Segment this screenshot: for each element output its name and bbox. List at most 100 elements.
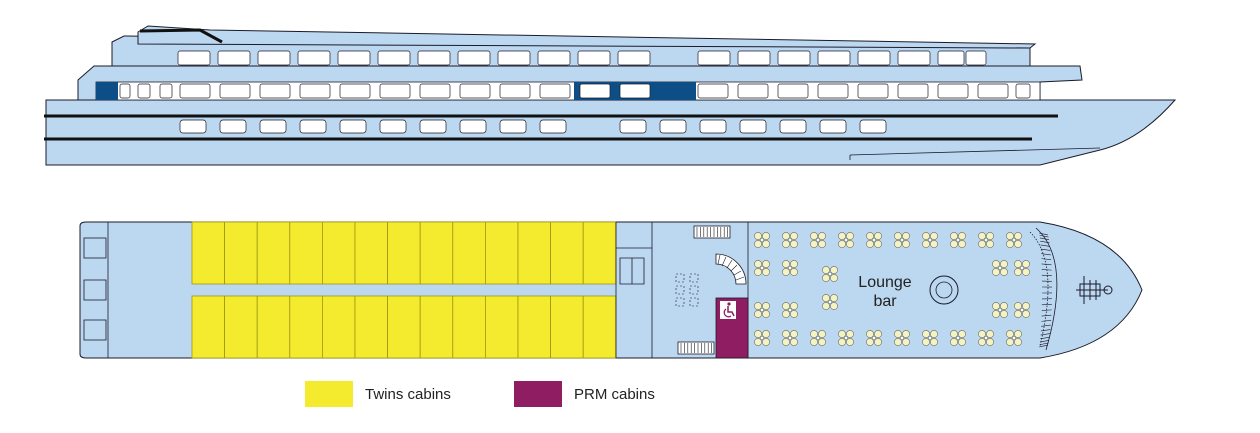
twins-cabin bbox=[518, 296, 551, 358]
twins-cabin bbox=[420, 222, 453, 284]
legend-label-twins: Twins cabins bbox=[365, 386, 451, 403]
corridor bbox=[192, 284, 616, 296]
twins-cabin bbox=[583, 222, 616, 284]
porthole bbox=[460, 120, 486, 133]
window-band-aft bbox=[96, 82, 118, 100]
side-profile bbox=[44, 26, 1175, 165]
porthole bbox=[260, 120, 286, 133]
lounge-label-line1: Lounge bbox=[842, 273, 928, 292]
legend-swatch-twins bbox=[305, 381, 353, 407]
window bbox=[618, 51, 650, 65]
window bbox=[378, 51, 410, 65]
sun-deck bbox=[138, 26, 1035, 48]
twins-cabin bbox=[257, 222, 290, 284]
window bbox=[160, 84, 172, 98]
window bbox=[778, 84, 808, 98]
wheelchair-icon bbox=[720, 301, 736, 319]
window bbox=[260, 84, 290, 98]
porthole bbox=[300, 120, 326, 133]
twins-cabin bbox=[453, 296, 486, 358]
window bbox=[858, 84, 888, 98]
porthole bbox=[340, 120, 366, 133]
porthole bbox=[620, 120, 646, 133]
window bbox=[538, 51, 570, 65]
porthole bbox=[860, 120, 886, 133]
window bbox=[500, 84, 530, 98]
window bbox=[966, 51, 986, 65]
twins-cabin bbox=[583, 296, 616, 358]
window bbox=[420, 84, 450, 98]
window bbox=[818, 51, 850, 65]
window bbox=[738, 51, 770, 65]
window bbox=[938, 84, 968, 98]
window bbox=[220, 84, 250, 98]
window bbox=[380, 84, 410, 98]
twins-cabin bbox=[192, 222, 225, 284]
twins-cabin bbox=[257, 296, 290, 358]
twins-cabin bbox=[355, 296, 388, 358]
porthole bbox=[700, 120, 726, 133]
stairs-bottom bbox=[678, 342, 714, 354]
window bbox=[338, 51, 370, 65]
window bbox=[818, 84, 848, 98]
legend-swatch-prm bbox=[514, 381, 562, 407]
window bbox=[178, 51, 210, 65]
window bbox=[138, 84, 150, 98]
twins-cabin bbox=[322, 222, 355, 284]
window bbox=[218, 51, 250, 65]
lounge-label-line2: bar bbox=[842, 292, 928, 311]
porthole bbox=[380, 120, 406, 133]
window bbox=[898, 84, 928, 98]
window bbox=[620, 84, 650, 98]
window bbox=[698, 84, 728, 98]
porthole bbox=[820, 120, 846, 133]
twins-cabin bbox=[355, 222, 388, 284]
porthole bbox=[220, 120, 246, 133]
twins-cabin bbox=[388, 296, 421, 358]
window bbox=[858, 51, 890, 65]
twins-cabin bbox=[322, 296, 355, 358]
window bbox=[498, 51, 530, 65]
window bbox=[738, 84, 768, 98]
window bbox=[418, 51, 450, 65]
window bbox=[698, 51, 730, 65]
window bbox=[938, 51, 964, 65]
twins-cabin bbox=[225, 222, 258, 284]
lounge-label: Lounge bar bbox=[842, 273, 928, 311]
twins-cabin bbox=[290, 222, 323, 284]
window bbox=[1016, 84, 1030, 98]
twins-cabin bbox=[388, 222, 421, 284]
window bbox=[898, 51, 930, 65]
window bbox=[120, 84, 130, 98]
deck-plan bbox=[80, 222, 1142, 358]
window bbox=[540, 84, 570, 98]
twins-cabin bbox=[551, 296, 584, 358]
twins-cabin bbox=[290, 296, 323, 358]
window bbox=[458, 51, 490, 65]
porthole bbox=[180, 120, 206, 133]
window bbox=[258, 51, 290, 65]
window bbox=[580, 84, 610, 98]
window bbox=[578, 51, 610, 65]
stairs-top bbox=[694, 226, 730, 238]
legend-item-prm: PRM cabins bbox=[514, 381, 655, 407]
porthole bbox=[540, 120, 566, 133]
twins-cabin bbox=[551, 222, 584, 284]
window bbox=[300, 84, 330, 98]
twins-cabin bbox=[420, 296, 453, 358]
window bbox=[298, 51, 330, 65]
porthole bbox=[660, 120, 686, 133]
legend-item-twins: Twins cabins bbox=[305, 381, 451, 407]
twins-cabin bbox=[192, 296, 225, 358]
porthole bbox=[740, 120, 766, 133]
porthole bbox=[780, 120, 806, 133]
porthole bbox=[420, 120, 446, 133]
window bbox=[180, 84, 210, 98]
window bbox=[340, 84, 370, 98]
window bbox=[778, 51, 810, 65]
twins-cabin bbox=[225, 296, 258, 358]
twins-cabin bbox=[485, 222, 518, 284]
window bbox=[978, 84, 1008, 98]
